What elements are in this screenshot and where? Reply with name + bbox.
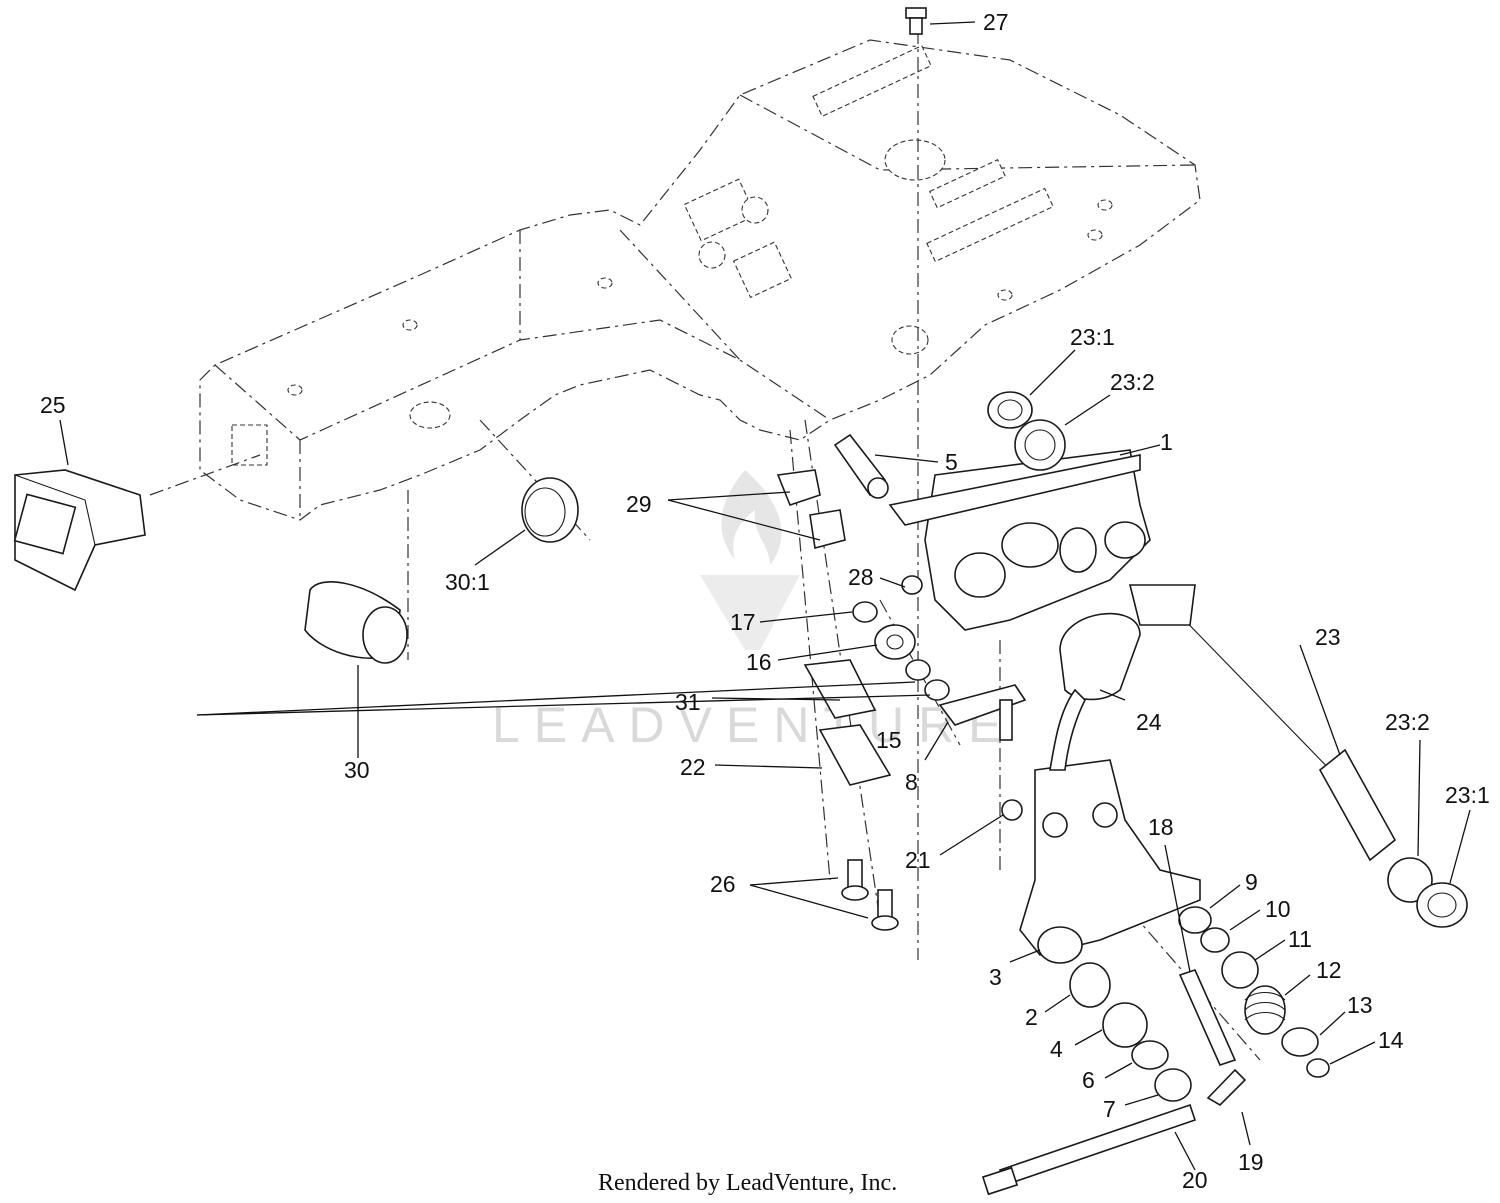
part-bolts-26 [841,859,899,931]
callout-12: 12 [1316,957,1342,983]
part-spring-12 [1244,985,1286,1035]
callout-11: 11 [1288,926,1312,952]
part-plate-22 [818,724,892,786]
part-knob-24 [1059,612,1141,701]
callout-23-2-top: 23:2 [1110,369,1155,395]
part-washer-10 [1200,927,1230,953]
watermark-v-logo [700,575,800,650]
callout-24: 24 [1136,709,1162,735]
part-nut-7 [1154,1068,1192,1102]
callout-30: 30 [344,757,370,783]
callout-23-1-top: 23:1 [1070,324,1115,350]
watermark: LEADVENTURE [492,470,1016,753]
part-nut-23-1-right [1416,882,1468,928]
callout-26: 26 [710,871,736,897]
callout-23-1-right: 23:1 [1445,782,1490,808]
leader-lines [59,21,1471,1171]
part-washers-15 [905,659,950,701]
part-rod-18 [1178,969,1237,1066]
part-link-8 [938,684,1027,741]
callout-6: 6 [1082,1067,1095,1093]
part-spacer-16 [874,624,916,660]
part-hour-meter-25 [13,469,146,592]
callout-25: 25 [40,392,66,418]
callout-23: 23 [1315,624,1341,650]
part-nut-17 [852,601,878,623]
callout-27: 27 [983,9,1009,35]
part-nut-21 [1001,799,1023,821]
callout-29: 29 [626,491,652,517]
callout-3: 3 [989,964,1002,990]
callout-13: 13 [1347,992,1373,1018]
callout-17: 17 [730,609,756,635]
part-lever-arm-3 [1019,688,1201,964]
part-clevis-19 [1206,1068,1247,1107]
callout-22: 22 [680,754,706,780]
part-bushing-4 [1102,1002,1148,1048]
part-washer-13 [1281,1027,1319,1057]
part-washer-6 [1131,1040,1169,1070]
callout-5: 5 [945,449,958,475]
watermark-flame-logo [721,470,782,565]
part-cable-20 [981,1103,1197,1196]
callout-28: 28 [848,564,874,590]
callout-1: 1 [1160,429,1173,455]
part-clips-29 [776,469,846,550]
part-washer-9 [1178,906,1212,934]
callout-19: 19 [1238,1149,1264,1175]
part-nut-23-1-top [987,391,1033,429]
callout-18: 18 [1148,814,1174,840]
callout-21: 21 [905,847,931,873]
callout-2: 2 [1025,1004,1038,1030]
part-cable-switch-23 [1128,584,1397,862]
callout-labels: 27 23:1 23:2 1 5 25 29 30:1 28 17 16 31 … [40,9,1490,1193]
frame-phantom [199,39,1201,521]
callout-15: 15 [876,727,902,753]
part-nut-28 [901,575,923,595]
part-switch-30 [304,581,408,664]
callout-20: 20 [1182,1167,1208,1193]
callout-23-2-right: 23:2 [1385,709,1430,735]
part-pin-5 [833,433,889,499]
part-nut-14 [1306,1058,1330,1078]
part-retainer-ring-30-1 [521,477,579,543]
part-bushing-2 [1069,962,1111,1008]
callout-8: 8 [905,769,918,795]
callout-14: 14 [1378,1027,1404,1053]
callout-7: 7 [1103,1096,1116,1122]
callout-31: 31 [675,689,701,715]
part-lockwasher-23-2-top [1014,419,1066,471]
part-bushing-11 [1221,951,1259,989]
callout-30-1: 30:1 [445,569,490,595]
part-bracket-plate-1 [888,449,1151,631]
callout-16: 16 [746,649,772,675]
callout-10: 10 [1265,896,1291,922]
callout-9: 9 [1245,869,1258,895]
footer-credit: Rendered by LeadVenture, Inc. [598,1170,897,1196]
part-bolt-27 [905,7,927,35]
watermark-text: LEADVENTURE [492,697,1016,753]
part-lockwasher-23-2-right [1387,857,1433,903]
callout-4: 4 [1050,1036,1063,1062]
